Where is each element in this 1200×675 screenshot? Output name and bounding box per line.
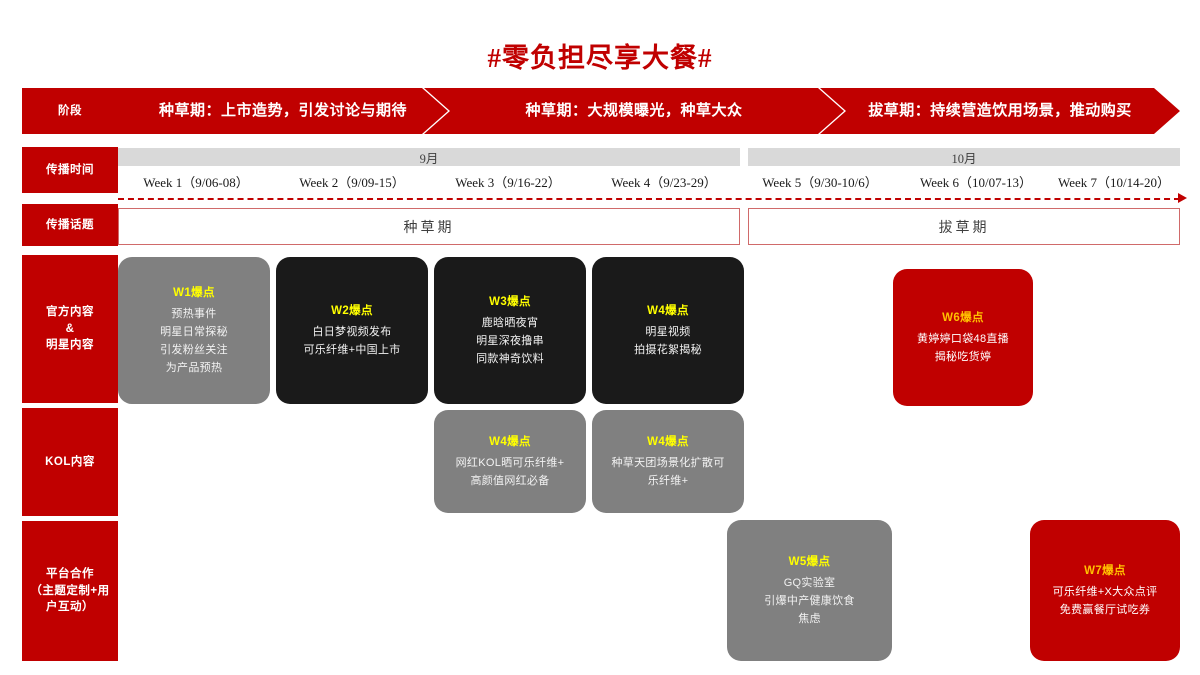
card-line: 为产品预热 bbox=[165, 362, 223, 375]
card-line: 免费赢餐厅试吃券 bbox=[1059, 603, 1151, 616]
card-line: 明星日常探秘 bbox=[160, 325, 228, 338]
card-heading: W4爆点 bbox=[489, 435, 531, 448]
card-heading: W4爆点 bbox=[647, 304, 689, 317]
content-card-kol-w4-b[interactable]: W4爆点 种草天团场景化扩散可 乐纤维+ bbox=[592, 410, 744, 513]
phase-chevron-1[interactable]: 种草期：上市造势，引发讨论与期待 bbox=[118, 88, 448, 134]
card-line: 黄婷婷口袋48直播 bbox=[917, 332, 1009, 345]
card-heading: W4爆点 bbox=[647, 435, 689, 448]
content-card-w5[interactable]: W5爆点 GQ实验室 引爆中产健康饮食 焦虑 bbox=[727, 520, 892, 661]
card-line: 揭秘吃货婷 bbox=[934, 350, 992, 363]
card-line: 高颜值网红必备 bbox=[470, 474, 550, 487]
phase-chevron-2[interactable]: 种草期：大规模曝光，种草大众 bbox=[424, 88, 844, 134]
week-label-4: Week 4（9/23-29） bbox=[611, 174, 717, 190]
week-label-3: Week 3（9/16-22） bbox=[455, 174, 561, 190]
card-line: 明星深夜撸串 bbox=[476, 334, 544, 347]
card-heading: W1爆点 bbox=[173, 286, 215, 299]
card-heading: W2爆点 bbox=[331, 304, 373, 317]
row-label-platform-cooperation: 平台合作 （主题定制+用 户互动） bbox=[22, 521, 118, 661]
card-heading: W7爆点 bbox=[1084, 564, 1126, 577]
card-line: 拍摄花絮揭秘 bbox=[634, 343, 702, 356]
topic-box-planting[interactable]: 种草期 bbox=[118, 208, 740, 245]
week-label-1: Week 1（9/06-08） bbox=[143, 174, 249, 190]
row-label-time: 传播时间 bbox=[22, 147, 118, 193]
card-line: 明星视频 bbox=[645, 325, 691, 338]
card-line: 鹿晗晒夜宵 bbox=[481, 316, 539, 329]
card-line: 乐纤维+ bbox=[647, 474, 689, 487]
card-line: GQ实验室 bbox=[783, 576, 836, 589]
card-line: 网红KOL晒可乐纤维+ bbox=[455, 456, 565, 469]
card-heading: W3爆点 bbox=[489, 295, 531, 308]
content-card-kol-w4-a[interactable]: W4爆点 网红KOL晒可乐纤维+ 高颜值网红必备 bbox=[434, 410, 586, 513]
card-line: 预热事件 bbox=[171, 307, 217, 320]
card-line: 种草天团场景化扩散可 bbox=[611, 456, 725, 469]
week-label-7: Week 7（10/14-20） bbox=[1058, 174, 1170, 190]
content-card-w2[interactable]: W2爆点 白日梦视频发布 可乐纤维+中国上市 bbox=[276, 257, 428, 404]
card-line: 焦虑 bbox=[798, 613, 821, 626]
timeline-dashed-line bbox=[118, 198, 1180, 200]
content-card-w6[interactable]: W6爆点 黄婷婷口袋48直播 揭秘吃货婷 bbox=[893, 269, 1033, 406]
content-card-w4-official[interactable]: W4爆点 明星视频 拍摄花絮揭秘 bbox=[592, 257, 744, 404]
row-label-official-content: 官方内容 & 明星内容 bbox=[22, 255, 118, 403]
phase-chevron-3[interactable]: 拔草期：持续营造饮用场景，推动购买 bbox=[820, 88, 1180, 134]
card-line: 可乐纤维+X大众点评 bbox=[1052, 585, 1158, 598]
month-bar-october: 10月 bbox=[748, 148, 1180, 166]
content-card-w1[interactable]: W1爆点 预热事件 明星日常探秘 引发粉丝关注 为产品预热 bbox=[118, 257, 270, 404]
topic-box-harvest[interactable]: 拔草期 bbox=[748, 208, 1180, 245]
card-line: 白日梦视频发布 bbox=[312, 325, 392, 338]
card-heading: W6爆点 bbox=[942, 311, 984, 324]
card-line: 同款神奇饮料 bbox=[476, 353, 544, 366]
month-bar-september: 9月 bbox=[118, 148, 740, 166]
week-label-6: Week 6（10/07-13） bbox=[920, 174, 1032, 190]
timeline-arrow-icon bbox=[1178, 193, 1187, 203]
row-label-phase: 阶段 bbox=[22, 88, 118, 134]
card-line: 引爆中产健康饮食 bbox=[764, 594, 855, 607]
page-title: #零负担尽享大餐# bbox=[487, 43, 713, 73]
card-line: 引发粉丝关注 bbox=[160, 343, 228, 356]
row-label-topic: 传播话题 bbox=[22, 204, 118, 246]
card-line: 可乐纤维+中国上市 bbox=[303, 343, 401, 356]
content-card-w7[interactable]: W7爆点 可乐纤维+X大众点评 免费赢餐厅试吃券 bbox=[1030, 520, 1180, 661]
week-label-2: Week 2（9/09-15） bbox=[299, 174, 405, 190]
content-card-w3[interactable]: W3爆点 鹿晗晒夜宵 明星深夜撸串 同款神奇饮料 bbox=[434, 257, 586, 404]
week-label-5: Week 5（9/30-10/6） bbox=[762, 174, 878, 190]
row-label-kol-content: KOL内容 bbox=[22, 408, 118, 516]
card-heading: W5爆点 bbox=[788, 555, 831, 568]
